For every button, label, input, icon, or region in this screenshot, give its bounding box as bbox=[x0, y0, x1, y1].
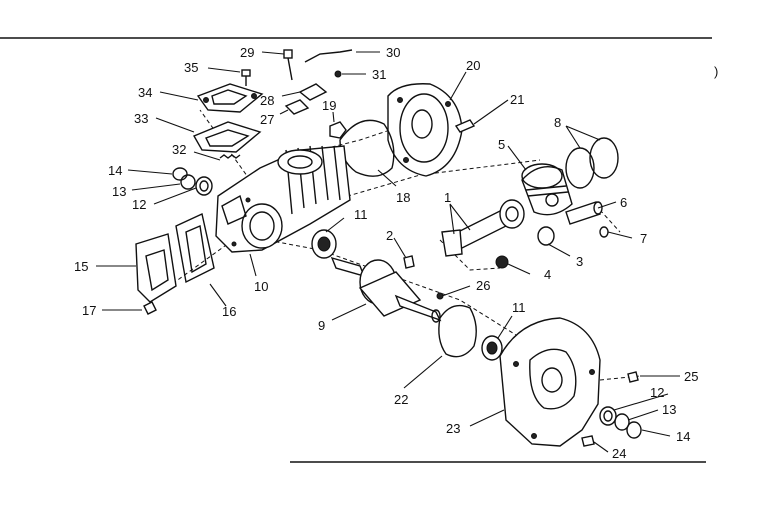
callout-31: 31 bbox=[372, 67, 386, 82]
part-33-gasket bbox=[192, 121, 262, 153]
callout-5: 5 bbox=[498, 137, 505, 152]
callout-1: 1 bbox=[444, 190, 451, 205]
part-13-ring-left bbox=[180, 174, 196, 190]
part-11-bearing-lower bbox=[481, 335, 503, 361]
callout-13-left: 13 bbox=[112, 184, 126, 199]
callout-4: 4 bbox=[544, 267, 551, 282]
part-35-screw bbox=[241, 69, 251, 86]
part-14-ring-right bbox=[626, 421, 642, 439]
callout-labels: 29 30 35 31 20 34 28 21 27 19 33 8 32 5 … bbox=[74, 45, 698, 461]
callout-11-upper: 11 bbox=[354, 207, 368, 222]
callout-12-right: 12 bbox=[650, 385, 664, 400]
callout-33: 33 bbox=[134, 111, 148, 126]
callout-14-left: 14 bbox=[108, 163, 122, 178]
part-29-bolt bbox=[283, 49, 293, 81]
part-12-seal-left bbox=[195, 176, 213, 196]
callout-3: 3 bbox=[576, 254, 583, 269]
part-22-gasket bbox=[438, 304, 477, 358]
leader-lines bbox=[96, 51, 680, 453]
part-12-seal-right bbox=[599, 406, 617, 426]
callout-16: 16 bbox=[222, 304, 236, 319]
part-28-bracket bbox=[298, 83, 328, 101]
part-25-screw bbox=[627, 371, 639, 383]
part-9-crankshaft bbox=[330, 256, 442, 323]
part-1-connecting-rod bbox=[441, 199, 525, 257]
callout-13-right: 13 bbox=[662, 402, 676, 417]
callout-12-left: 12 bbox=[132, 197, 146, 212]
margin-mark: ) bbox=[714, 64, 718, 79]
callout-11-lower: 11 bbox=[512, 300, 526, 315]
callout-14-right: 14 bbox=[676, 429, 690, 444]
part-5-piston bbox=[521, 163, 573, 216]
callout-28: 28 bbox=[260, 93, 274, 108]
part-10-cylinder bbox=[215, 145, 351, 253]
part-6-wrist-pin bbox=[565, 201, 603, 225]
callout-23: 23 bbox=[446, 421, 460, 436]
part-32-spring bbox=[219, 154, 241, 159]
part-16-gasket bbox=[175, 213, 215, 284]
callout-25: 25 bbox=[684, 369, 698, 384]
part-14-ring-left bbox=[172, 167, 188, 181]
part-23-crankcase bbox=[499, 317, 601, 447]
part-2-screw bbox=[403, 255, 415, 269]
callout-10: 10 bbox=[254, 279, 268, 294]
callout-22: 22 bbox=[394, 392, 408, 407]
callout-7: 7 bbox=[640, 231, 647, 246]
callout-27: 27 bbox=[260, 112, 274, 127]
callout-15: 15 bbox=[74, 259, 88, 274]
callout-19: 19 bbox=[322, 98, 336, 113]
part-7-clip bbox=[599, 226, 609, 238]
part-17-screw bbox=[143, 301, 157, 315]
part-18-gasket bbox=[339, 119, 395, 177]
callout-2: 2 bbox=[386, 228, 393, 243]
callout-17: 17 bbox=[82, 303, 96, 318]
part-15-cover bbox=[135, 233, 177, 303]
part-30-wire bbox=[304, 49, 353, 63]
callout-18: 18 bbox=[396, 190, 410, 205]
callout-26: 26 bbox=[476, 278, 490, 293]
callout-24: 24 bbox=[612, 446, 626, 461]
part-31-screw bbox=[334, 70, 342, 78]
callout-30: 30 bbox=[386, 45, 400, 60]
part-27-plate bbox=[284, 99, 310, 115]
part-34-cover bbox=[196, 83, 264, 113]
callout-21: 21 bbox=[510, 92, 524, 107]
callout-9: 9 bbox=[318, 318, 325, 333]
callout-29: 29 bbox=[240, 45, 254, 60]
callout-32: 32 bbox=[172, 142, 186, 157]
part-19-nut bbox=[329, 121, 347, 139]
part-11-bearing-upper bbox=[311, 229, 337, 259]
callout-6: 6 bbox=[620, 195, 627, 210]
part-13-ring-right bbox=[614, 413, 630, 431]
part-8-piston-rings bbox=[565, 137, 619, 189]
part-21-screw bbox=[454, 119, 476, 133]
callout-35: 35 bbox=[184, 60, 198, 75]
callout-8: 8 bbox=[554, 115, 561, 130]
callout-20: 20 bbox=[466, 58, 480, 73]
callout-34: 34 bbox=[138, 85, 152, 100]
part-3-bearing bbox=[537, 226, 555, 246]
part-24-screw bbox=[581, 435, 595, 447]
part-4-nut bbox=[495, 255, 509, 269]
